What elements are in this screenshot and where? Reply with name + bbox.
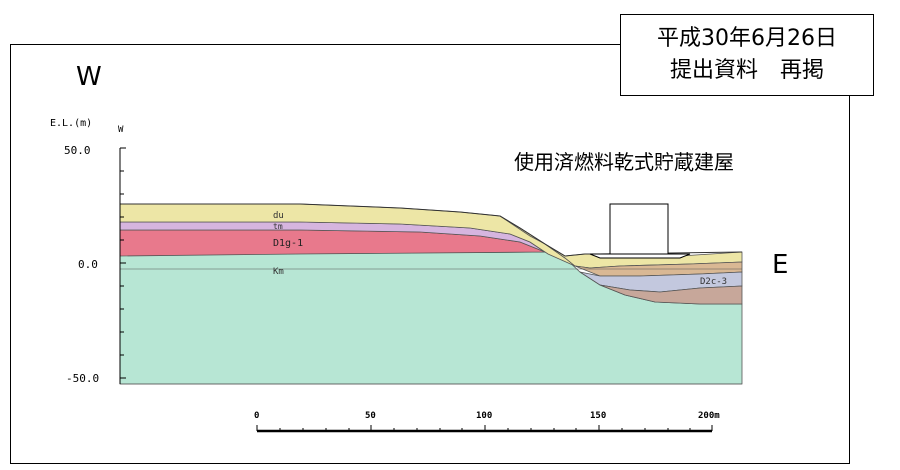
scale-label-100: 100	[476, 411, 492, 421]
layer-label-km: Km	[273, 267, 284, 277]
layer-label-tm: tm	[273, 222, 283, 231]
layer-label-du: du	[273, 211, 284, 221]
y-tick-0: 0.0	[78, 258, 98, 271]
y-tick-50: 50.0	[64, 144, 91, 157]
layer-lower-brown	[599, 284, 743, 305]
stamp-date: 平成30年6月26日	[657, 26, 837, 51]
building-outline	[609, 203, 669, 254]
date-stamp: 平成30年6月26日 提出資料 再掲	[620, 14, 874, 96]
y-axis-title-suffix: W	[118, 125, 124, 135]
layer-label-d2c: D2c-3	[700, 277, 727, 287]
scale-bar-ticks	[256, 425, 713, 431]
layer-label-d1g: D1g-1	[273, 238, 303, 249]
stamp-note: 提出資料 再掲	[669, 58, 824, 83]
scale-label-0: 0	[254, 411, 259, 421]
building-foundation	[589, 253, 691, 259]
building-title: 使用済燃料乾式貯蔵建屋	[514, 150, 734, 174]
y-axis-minor-ticks	[120, 147, 126, 379]
direction-east-label: E	[772, 250, 789, 280]
scale-label-150: 150	[590, 411, 606, 421]
scale-label-50: 50	[365, 411, 376, 421]
scale-label-200: 200m	[698, 411, 720, 421]
figure-frame	[10, 44, 850, 464]
y-tick-minus50: -50.0	[66, 372, 99, 385]
direction-west-label: W	[76, 62, 102, 92]
y-axis-title: E.L.(m)	[50, 118, 92, 129]
